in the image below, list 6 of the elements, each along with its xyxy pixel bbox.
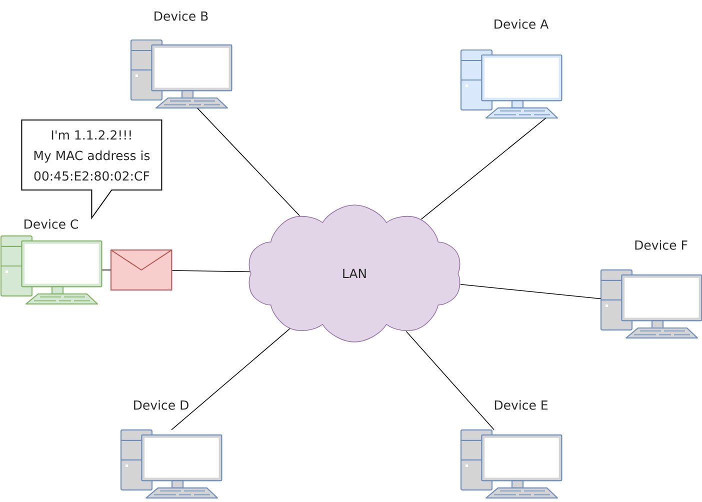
device-label: Device A [494, 19, 549, 29]
device-label: Device B [154, 11, 208, 21]
device-label: Device E [494, 400, 548, 410]
device-label: Device D [134, 400, 188, 410]
device-label: Device F [635, 240, 688, 250]
device-label: Device C [24, 219, 78, 229]
